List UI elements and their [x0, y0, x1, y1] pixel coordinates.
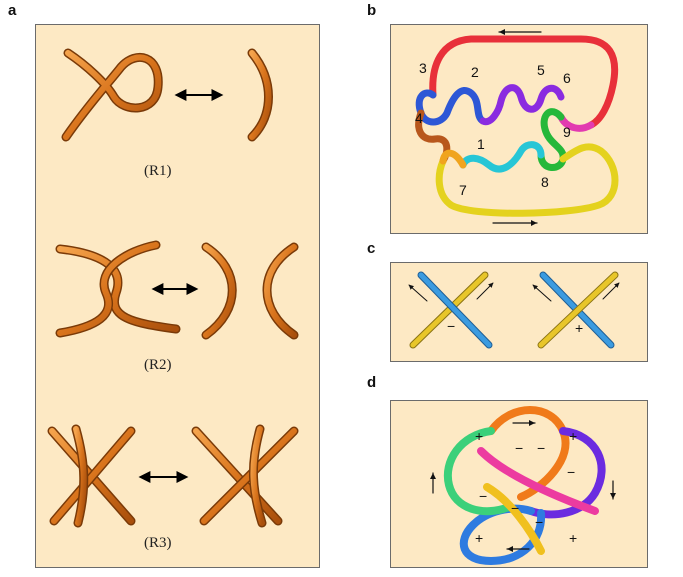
r3-left-configuration	[47, 424, 136, 528]
crossing-number-4: 4	[415, 110, 423, 126]
crossing-number-6: 6	[563, 70, 571, 86]
crossing-number-9: 9	[563, 124, 571, 140]
negative-crossing: −	[408, 271, 494, 349]
knot-segment-purple	[479, 84, 565, 126]
r2-double-crossing	[55, 240, 181, 338]
panel-d-letter: d	[367, 374, 377, 391]
r3-label: (R3)	[144, 535, 172, 551]
crossing-number-7: 7	[459, 182, 467, 198]
knot-segment-red	[429, 35, 619, 129]
crossing-sign-8: +	[569, 530, 577, 546]
knot-segment-blue	[415, 87, 487, 126]
knot-loop-purple	[527, 427, 606, 519]
panel-a-reidemeister-moves: (R1) (R2) (R3)	[35, 24, 320, 568]
r1-twisted-loop	[61, 48, 163, 142]
panel-b-letter: b	[367, 2, 377, 19]
crossing-sign-6: −	[479, 488, 487, 504]
panel-c-letter: c	[367, 240, 376, 257]
signed-crossing-knot: + + − − − − + + − −	[430, 406, 616, 566]
knot-segment-green	[537, 108, 567, 171]
numbered-knot-diagram: 1 2 3 4 5 6 7 8 9	[415, 29, 619, 226]
crossing-sign-9: −	[511, 500, 519, 516]
knot-segment-cyan	[459, 141, 545, 173]
crossing-sign-7: +	[475, 530, 483, 546]
knot-segment-orange	[439, 149, 467, 169]
r1-straight-strand	[247, 48, 273, 142]
r2-label: (R2)	[144, 357, 172, 373]
crossing-number-3: 3	[419, 60, 427, 76]
crossing-sign-3: −	[515, 440, 523, 456]
knot-segment-yellow	[435, 143, 619, 217]
crossing-sign-2: +	[569, 428, 577, 444]
crossing-number-1: 1	[477, 136, 485, 152]
positive-crossing: +	[532, 271, 620, 349]
knot-direction-arrows	[430, 420, 616, 552]
crossing-number-8: 8	[541, 174, 549, 190]
r1-label: (R1)	[144, 163, 172, 179]
panel-c-crossing-signs: − +	[390, 262, 648, 362]
knot-loop-green	[443, 427, 513, 516]
panel-b-knot-diagram: 1 2 3 4 5 6 7 8 9	[390, 24, 648, 234]
crossing-number-2: 2	[471, 64, 479, 80]
panel-a-letter: a	[8, 2, 17, 19]
crossing-sign-1: +	[475, 428, 483, 444]
negative-crossing-sign: −	[447, 318, 455, 334]
positive-crossing-sign: +	[575, 320, 583, 336]
crossing-number-5: 5	[537, 62, 545, 78]
crossing-sign-convention: − +	[408, 271, 620, 349]
reidemeister-moves-diagram	[47, 48, 299, 528]
r3-right-configuration	[191, 424, 299, 528]
panel-d-signed-knot: + + − − − − + + − −	[390, 400, 648, 568]
direction-arrows	[492, 29, 542, 226]
r2-separated-strands	[201, 242, 299, 340]
crossing-sign-10: −	[535, 514, 543, 530]
knot-loop-pink	[477, 447, 599, 515]
crossing-sign-4: −	[537, 440, 545, 456]
crossing-sign-5: −	[567, 464, 575, 480]
knot-loop-yellow	[483, 483, 545, 555]
